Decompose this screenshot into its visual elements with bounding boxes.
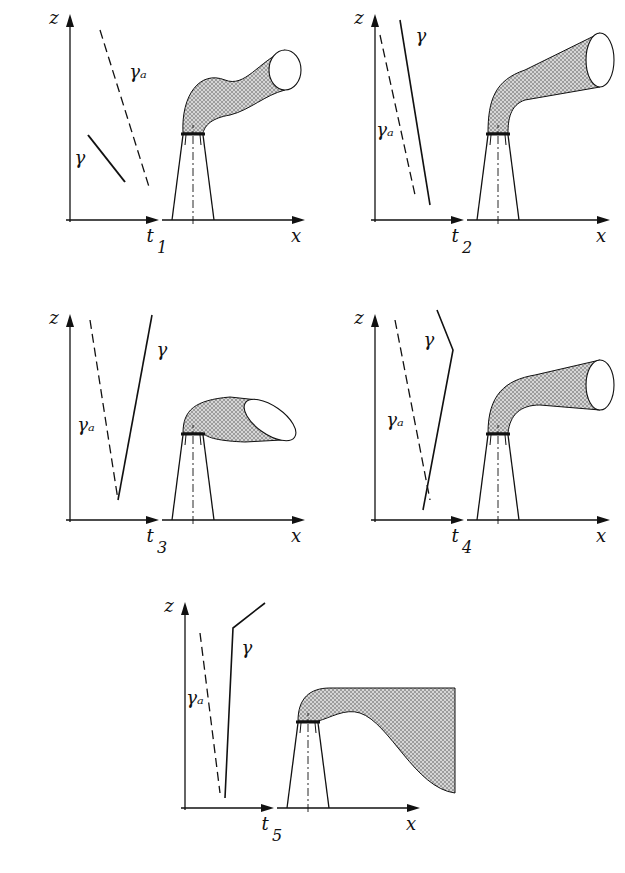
panel xyxy=(66,14,305,224)
axis-label: z xyxy=(354,308,363,328)
profile-label: γₐ xyxy=(77,415,95,435)
panel-number: 5 xyxy=(272,827,282,845)
panel-number: 4 xyxy=(462,539,472,557)
axis-label: z xyxy=(49,8,58,28)
panel xyxy=(181,602,455,812)
axis-label: t xyxy=(451,226,458,246)
profile-label: γ xyxy=(157,340,168,360)
axis-label: t xyxy=(451,526,458,546)
profile-label: γ xyxy=(424,330,435,350)
axis-label: t xyxy=(146,226,153,246)
panel xyxy=(371,310,614,524)
profile-label: γₐ xyxy=(386,410,404,430)
profile-label: γ xyxy=(242,638,253,658)
axis-label: x xyxy=(406,814,416,834)
axis-label: x xyxy=(291,526,301,546)
panel-number: 2 xyxy=(462,239,472,257)
axis-label: x xyxy=(291,226,301,246)
axis-label: t xyxy=(146,526,153,546)
axis-label: z xyxy=(49,308,58,328)
axis-label: x xyxy=(596,526,606,546)
profile-label: γ xyxy=(416,26,427,46)
profile-label: γₐ xyxy=(129,62,147,82)
panel xyxy=(371,14,614,224)
panel-number: 3 xyxy=(157,539,167,557)
profile-label: γₐ xyxy=(186,688,204,708)
profile-label: γₐ xyxy=(376,120,394,140)
profile-label: γ xyxy=(75,148,86,168)
axis-label: x xyxy=(596,226,606,246)
panel xyxy=(66,314,305,524)
axis-label: t xyxy=(261,814,268,834)
panel-number: 1 xyxy=(157,239,167,257)
axis-label: z xyxy=(164,596,173,616)
axis-label: z xyxy=(354,8,363,28)
